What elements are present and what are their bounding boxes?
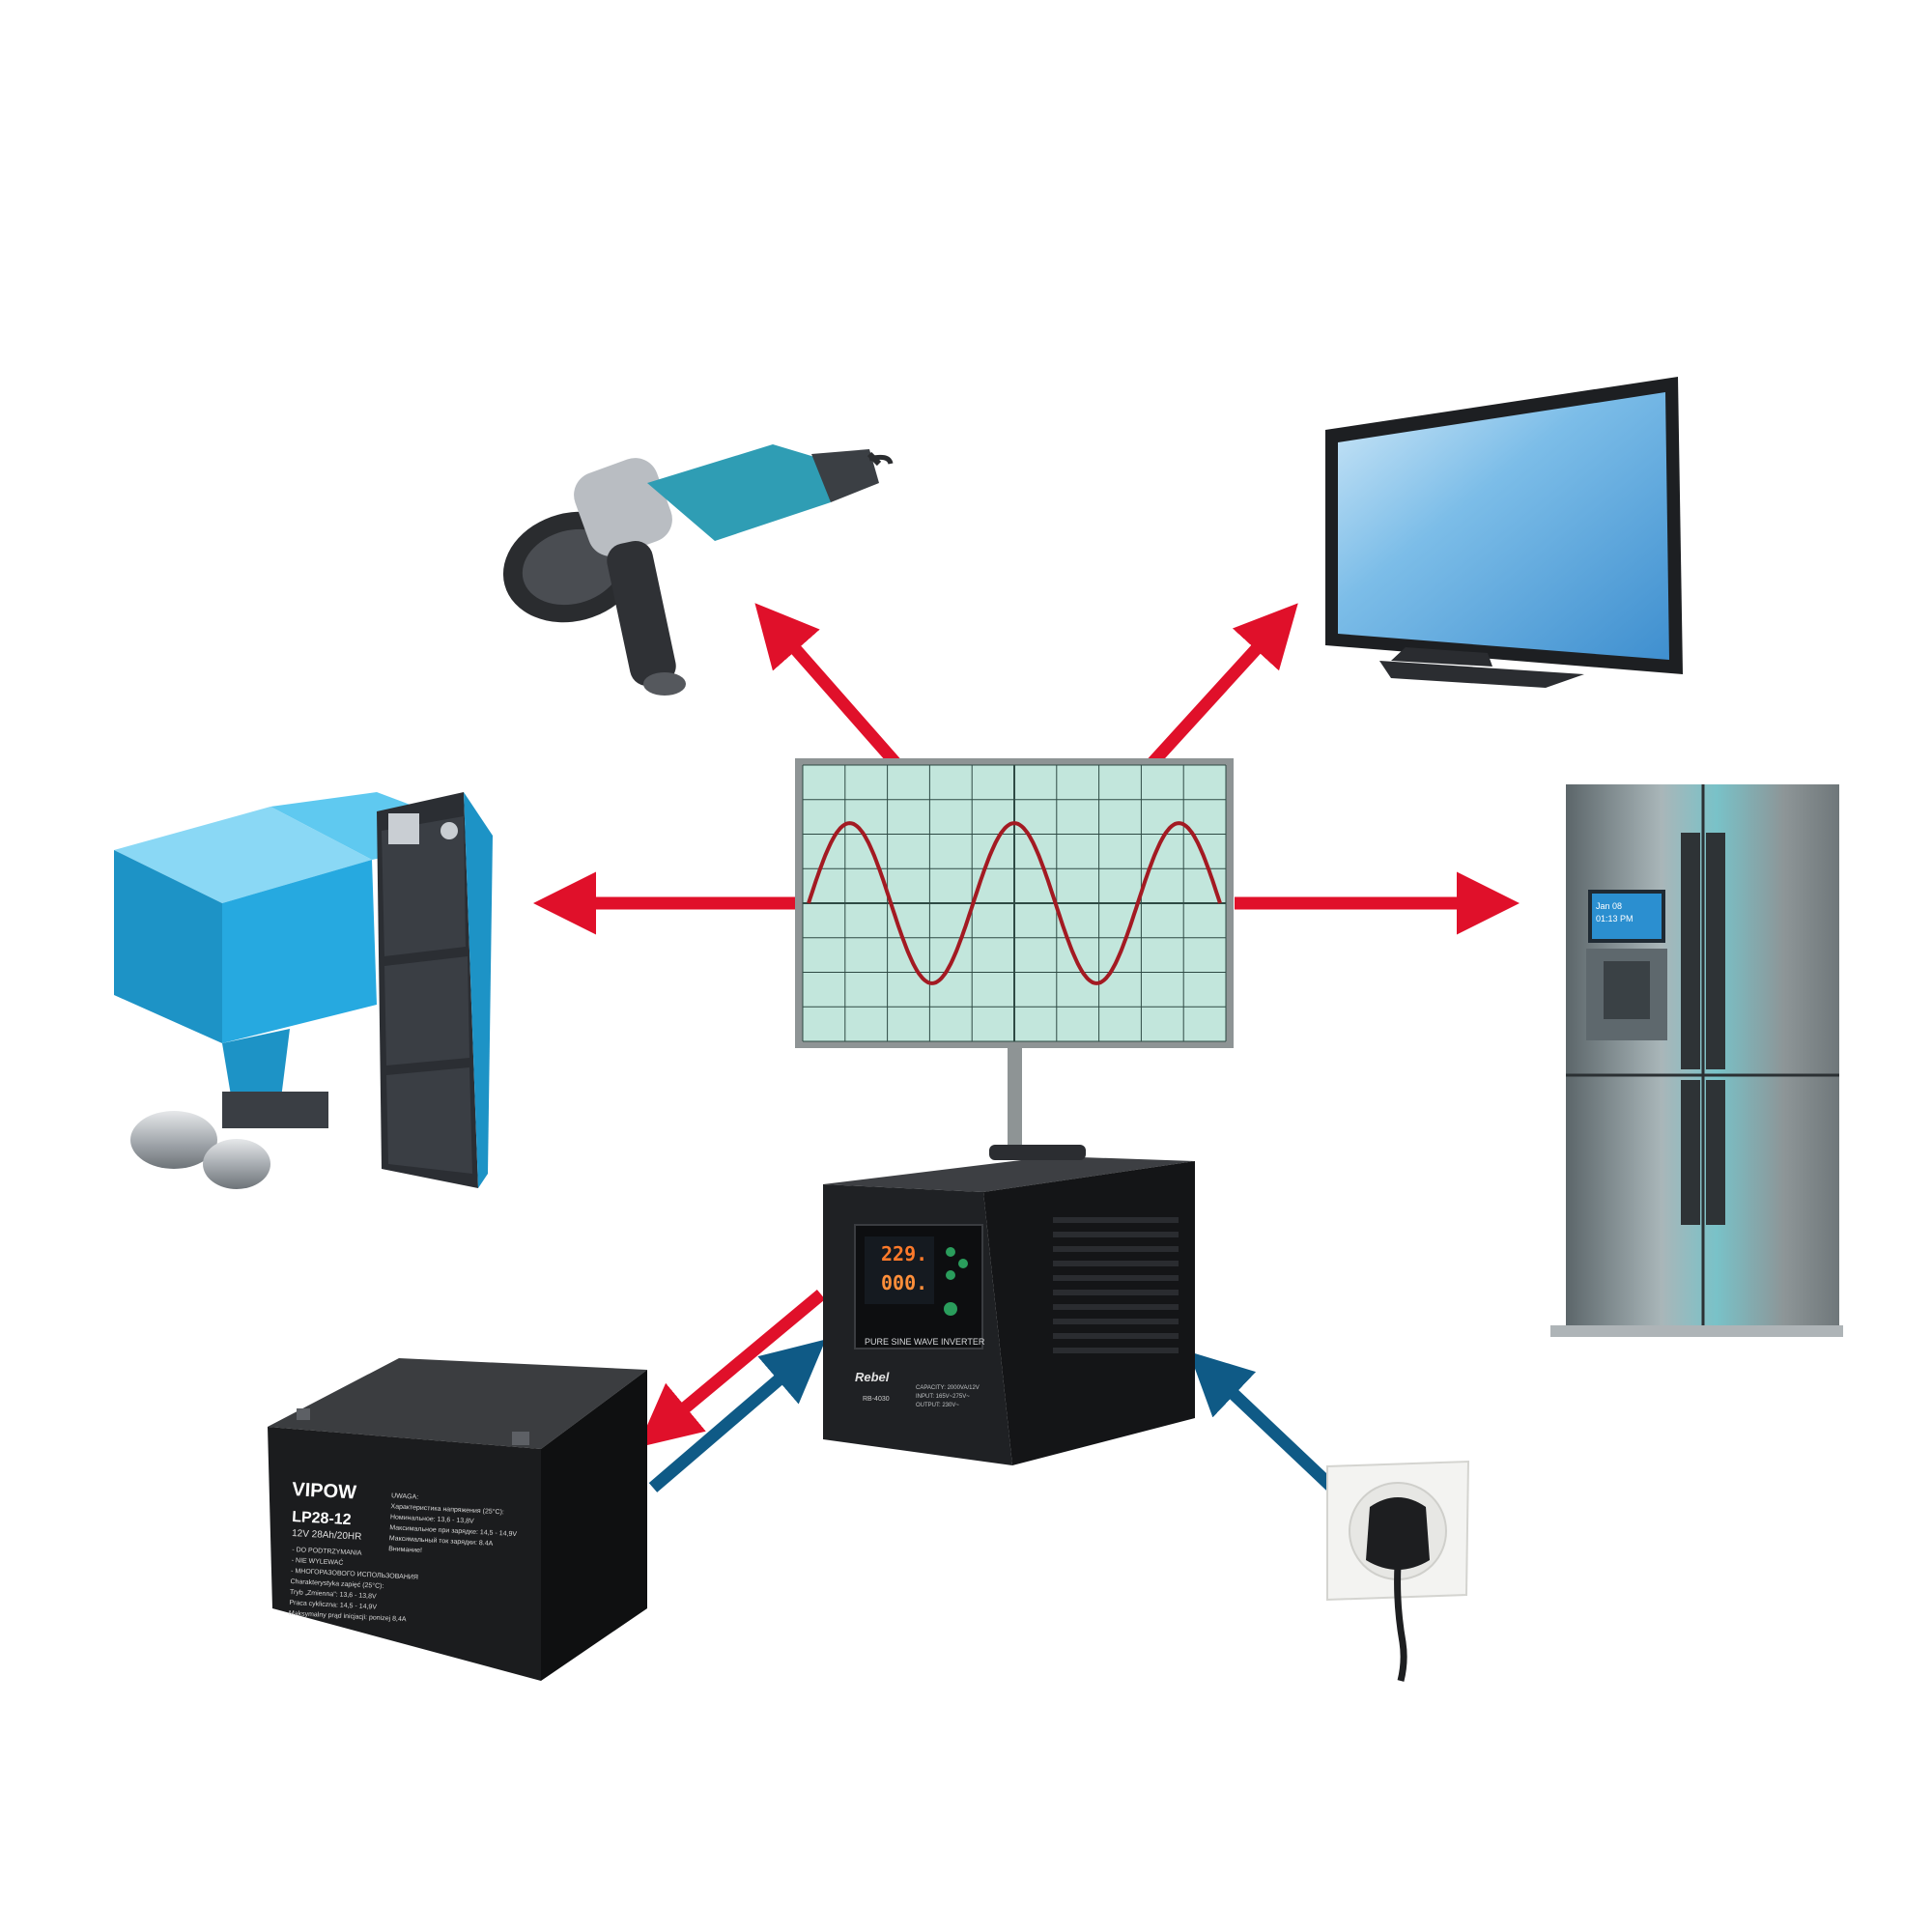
inverter-button-2[interactable] — [958, 1259, 968, 1268]
battery-model: LP28-12 — [292, 1509, 352, 1528]
output-arrows — [533, 603, 1520, 1448]
arrow-to-grinder — [754, 603, 903, 771]
inverter-spec-capacity: CAPACITY: 2000VA/12V — [916, 1385, 980, 1391]
arrow-to-tv — [1145, 603, 1298, 771]
tv-icon — [1325, 377, 1683, 688]
inverter-spec-output: OUTPUT: 230V~ — [916, 1403, 959, 1408]
battery-label-line: UWAGA: — [391, 1492, 419, 1500]
battery-label-line: - NIE WYLEWAĆ — [292, 1555, 344, 1567]
battery-icon: VIPOW LP28-12 12V 28Ah/20HR - DO PODTRZY… — [268, 1358, 647, 1681]
battery-brand: VIPOW — [292, 1479, 357, 1503]
fridge-display-time: 01:13 PM — [1596, 914, 1634, 923]
inverter-panel-label: PURE SINE WAVE INVERTER — [865, 1337, 985, 1347]
scope-stand — [1008, 1048, 1022, 1156]
inverter-button-3[interactable] — [946, 1270, 955, 1280]
input-arrows — [648, 1339, 1348, 1502]
fridge-display-date: Jan 08 — [1596, 901, 1622, 911]
inverter-load-display: 000. — [881, 1271, 927, 1294]
battery-label-line: - DO PODTRZYMANIA — [292, 1547, 362, 1557]
oscilloscope-screen — [795, 758, 1234, 1156]
arrow-from-battery — [648, 1339, 826, 1492]
sine-wave-icon — [807, 821, 1222, 985]
arrow-from-socket — [1188, 1351, 1348, 1502]
inverter-power-button[interactable] — [944, 1302, 957, 1316]
battery-rating: 12V 28Ah/20HR — [292, 1528, 362, 1543]
inverter-vents — [1053, 1217, 1179, 1353]
inverter-brand: Rebel — [855, 1370, 890, 1384]
angle-grinder-icon — [502, 444, 894, 696]
battery-label-line: Praca cykliczna: 14,5 - 14,9V — [289, 1600, 377, 1611]
refrigerator-icon: Jan 08 01:13 PM — [1550, 784, 1843, 1337]
inverter-icon: 229. 000. PURE SINE WAVE INVERTER Rebel … — [823, 1145, 1195, 1465]
power-socket-plug-icon — [1326, 1460, 1470, 1682]
arrow-to-battery — [638, 1290, 826, 1448]
battery-label-line: Внимание! — [388, 1546, 422, 1554]
boiler-icon — [114, 792, 493, 1189]
battery-label-line: Tryb „Zmienna": 13,6 - 13,8V — [290, 1589, 377, 1601]
inverter-voltage-display: 229. — [881, 1242, 927, 1265]
inverter-model: RB-4030 — [863, 1396, 890, 1403]
inverter-button-1[interactable] — [946, 1247, 955, 1257]
battery-label-line: Номинальное: 13,6 - 13,8V — [390, 1514, 474, 1525]
inverter-spec-input: INPUT: 165V~275V~ — [916, 1394, 970, 1400]
